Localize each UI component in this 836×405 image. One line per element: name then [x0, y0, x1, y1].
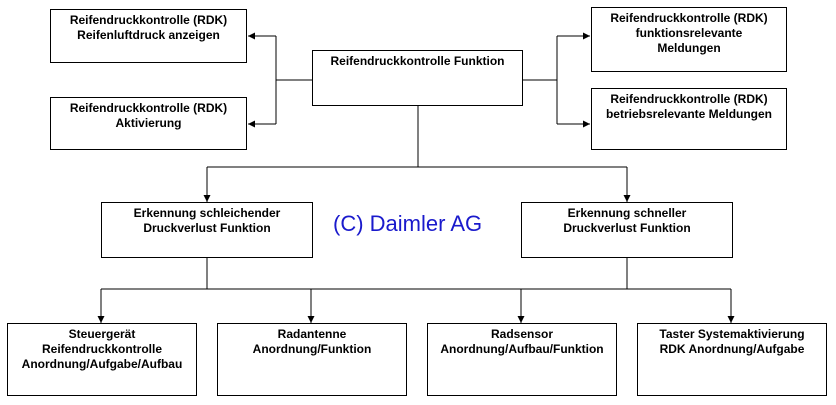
box-line: Steuergerät	[68, 327, 136, 341]
box-line: funktionsrelevante	[635, 26, 743, 40]
box-line: Meldungen	[657, 41, 721, 55]
box-line: Erkennung schneller	[567, 206, 687, 220]
box-line: Reifendruckkontrolle (RDK)	[69, 101, 228, 115]
box-erkennung-schleichender-druckverlust: Erkennung schleichender Druckverlust Fun…	[101, 202, 313, 258]
box-rdk-aktivierung: Reifendruckkontrolle (RDK) Aktivierung	[50, 97, 247, 150]
box-line: Druckverlust Funktion	[143, 221, 271, 235]
box-line: Erkennung schleichender	[133, 206, 281, 220]
box-line: Reifendruckkontrolle (RDK)	[69, 13, 228, 27]
box-line: Reifendruckkontrolle	[41, 342, 163, 356]
box-taster-systemaktivierung: Taster Systemaktivierung RDK Anordnung/A…	[637, 323, 827, 396]
box-line: Anordnung/Funktion	[252, 342, 372, 356]
box-line: Taster Systemaktivierung	[659, 327, 805, 341]
box-rdk-reifenluftdruck-anzeigen: Reifendruckkontrolle (RDK) Reifenluftdru…	[50, 9, 247, 63]
box-line: betriebsrelevante Meldungen	[605, 107, 773, 121]
box-line: Reifendruckkontrolle (RDK)	[610, 11, 768, 25]
box-rdk-funktionsrelevante-meldungen: Reifendruckkontrolle (RDK) funktionsrele…	[591, 7, 787, 72]
box-rdk-betriebsrelevante-meldungen: Reifendruckkontrolle (RDK) betriebsrelev…	[591, 88, 787, 150]
box-reifendruckkontrolle-funktion: Reifendruckkontrolle Funktion	[312, 50, 523, 106]
box-radantenne: Radantenne Anordnung/Funktion	[217, 323, 407, 396]
box-line: Aktivierung	[115, 116, 182, 130]
copyright-watermark: (C) Daimler AG	[333, 211, 483, 236]
box-line: Reifenluftdruck anzeigen	[77, 28, 220, 42]
box-line: RDK Anordnung/Aufgabe	[659, 342, 805, 356]
box-line: Reifendruckkontrolle Funktion	[330, 54, 505, 68]
box-radsensor: Radsensor Anordnung/Aufbau/Funktion	[427, 323, 617, 396]
box-erkennung-schneller-druckverlust: Erkennung schneller Druckverlust Funktio…	[521, 202, 733, 258]
box-steuergeraet: Steuergerät Reifendruckkontrolle Anordnu…	[7, 323, 197, 396]
box-line: Radantenne	[277, 327, 347, 341]
box-line: Anordnung/Aufgabe/Aufbau	[21, 357, 183, 371]
box-line: Druckverlust Funktion	[563, 221, 691, 235]
box-line: Radsensor	[490, 327, 554, 341]
box-line: Anordnung/Aufbau/Funktion	[440, 342, 604, 356]
box-line: Reifendruckkontrolle (RDK)	[610, 92, 768, 106]
